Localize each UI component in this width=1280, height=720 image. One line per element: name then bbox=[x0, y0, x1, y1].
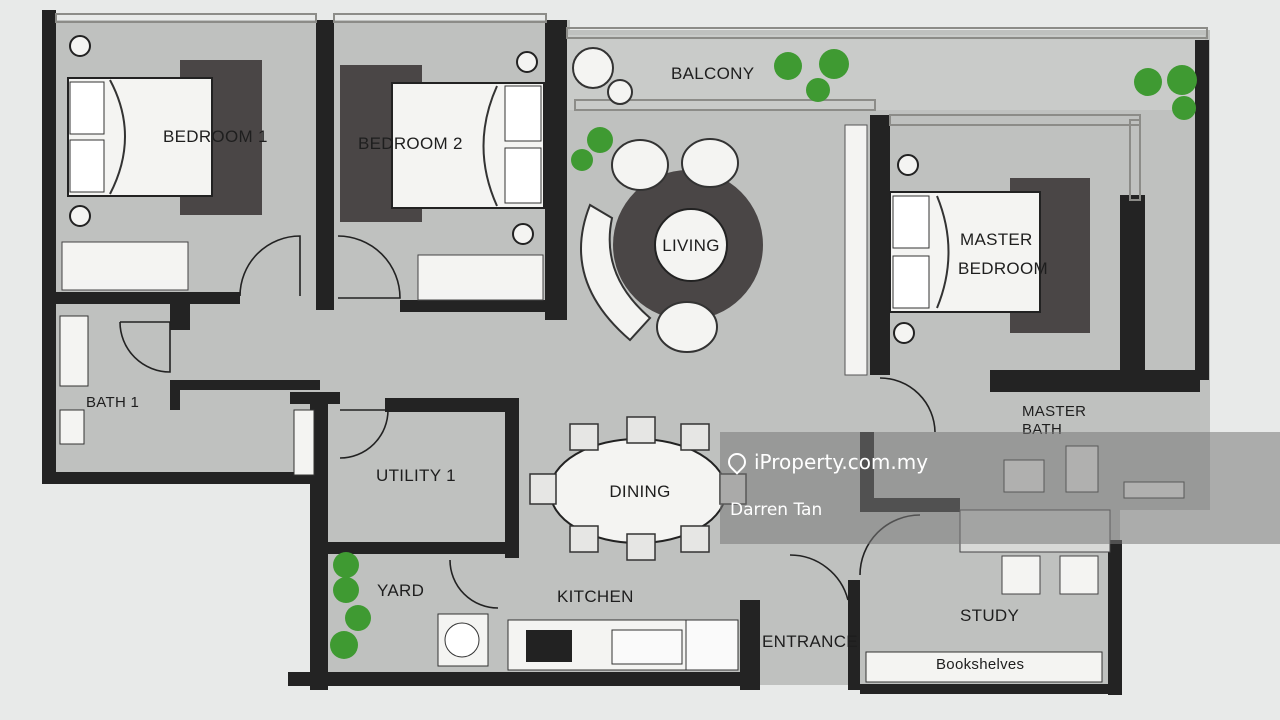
bedroom1-bed bbox=[67, 60, 262, 215]
living-label: LIVING bbox=[662, 236, 720, 255]
master-bedroom-label-1: MASTER bbox=[960, 230, 1033, 249]
entrance-label: ENTRANCE bbox=[762, 632, 858, 651]
master-bedroom-label-2: BEDROOM bbox=[958, 259, 1048, 278]
balcony-label: BALCONY bbox=[671, 64, 755, 83]
master-bed bbox=[889, 178, 1090, 333]
bath1-fixtures bbox=[59, 315, 315, 476]
yard-label: YARD bbox=[377, 581, 425, 600]
bedroom1-label: BEDROOM 1 bbox=[163, 127, 268, 146]
location-pin-icon bbox=[724, 449, 750, 475]
bedroom2-label: BEDROOM 2 bbox=[358, 134, 463, 153]
plant-icons bbox=[330, 49, 1197, 659]
living-furniture bbox=[580, 138, 763, 353]
bedroom1-wardrobe bbox=[61, 241, 189, 291]
watermark-site: iProperty.com.my bbox=[754, 450, 929, 474]
bedroom2-wardrobe bbox=[417, 254, 544, 301]
bath1-label: BATH 1 bbox=[86, 394, 140, 411]
study-label: STUDY bbox=[960, 606, 1020, 625]
watermark-logo: iProperty.com.my bbox=[724, 449, 929, 475]
kitchen-label: KITCHEN bbox=[557, 587, 634, 606]
kitchen-counter bbox=[437, 613, 739, 671]
walls bbox=[42, 10, 1209, 695]
balcony-chairs bbox=[572, 47, 633, 105]
bookshelves-label: Bookshelves bbox=[936, 656, 1025, 673]
balcony-floor bbox=[565, 35, 1205, 110]
windows bbox=[55, 13, 1208, 201]
watermark-agent: Darren Tan bbox=[730, 500, 823, 520]
master-bath-label-1: MASTER bbox=[1022, 403, 1087, 420]
watermark-band bbox=[720, 432, 1280, 544]
lamp-icons bbox=[69, 35, 919, 344]
master-wardrobe bbox=[844, 124, 868, 376]
dining-label: DINING bbox=[609, 482, 671, 501]
bedroom2-bed bbox=[340, 65, 545, 222]
utility1-label: UTILITY 1 bbox=[376, 466, 456, 485]
study-furniture bbox=[865, 509, 1111, 683]
